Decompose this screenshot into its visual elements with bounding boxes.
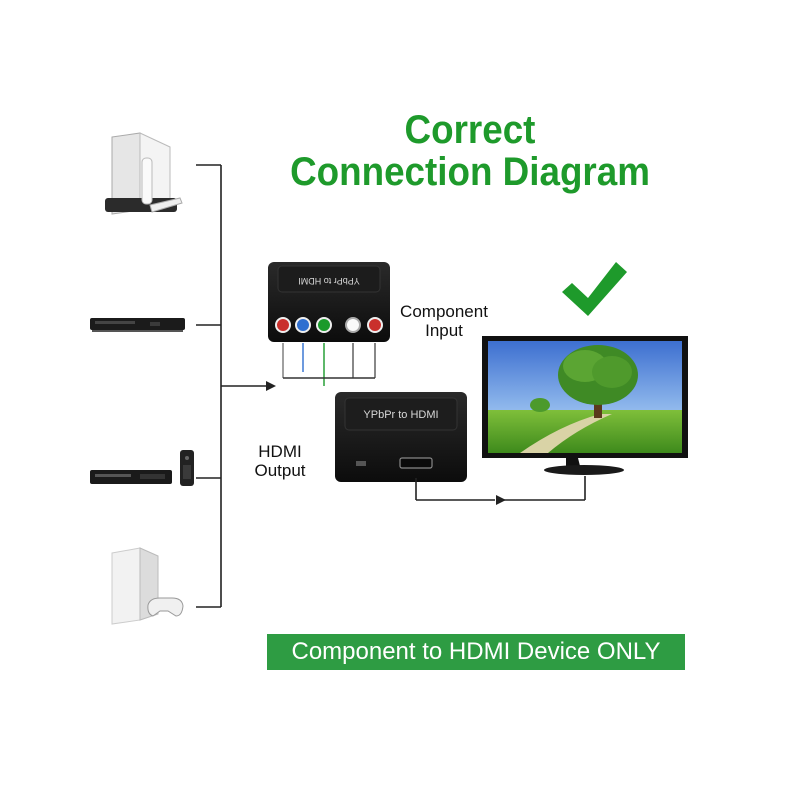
- power-port: [356, 461, 366, 466]
- check-mark-icon: [562, 262, 627, 316]
- arrow-to-component-input: [266, 381, 276, 391]
- tv-stand: [544, 465, 624, 475]
- arrow-to-tv: [496, 495, 506, 505]
- tv-monitor: [482, 336, 688, 475]
- dvd-player-with-remote: [90, 450, 194, 486]
- blue-jack-pb: [295, 317, 311, 333]
- hdmi-port: [399, 457, 433, 469]
- red-jack-pr: [275, 317, 291, 333]
- hdmi-output-label-line1: HDMI: [258, 442, 302, 461]
- converter-rear-view: YPbPr to HDMI: [268, 262, 390, 342]
- hdmi-output-label-line2: Output: [254, 461, 306, 480]
- front-box-label: YPbPr to HDMI: [363, 409, 438, 421]
- diagram-title-line1: Correct: [404, 108, 536, 152]
- compatibility-banner: Component to HDMI Device ONLY: [267, 634, 685, 670]
- component-input-label-line2: Input: [425, 321, 463, 340]
- ps4-controller: [147, 597, 184, 617]
- red-jack-audio-r: [367, 317, 383, 333]
- diagram-title-line2: Connection Diagram: [290, 150, 650, 194]
- green-jack-y: [316, 317, 332, 333]
- hdmi-cable: [415, 476, 586, 501]
- component-cables: [282, 343, 376, 386]
- rear-box-label: YPbPr to HDMI: [298, 276, 360, 286]
- source-bracket-lines: [196, 164, 268, 608]
- wii-console: [105, 132, 183, 215]
- white-jack-audio-l: [345, 317, 361, 333]
- ps4-console: [111, 547, 184, 625]
- converter-front-view: YPbPr to HDMI: [335, 392, 467, 482]
- dvd-player: [90, 318, 185, 332]
- component-input-label-line1: Component: [400, 302, 488, 321]
